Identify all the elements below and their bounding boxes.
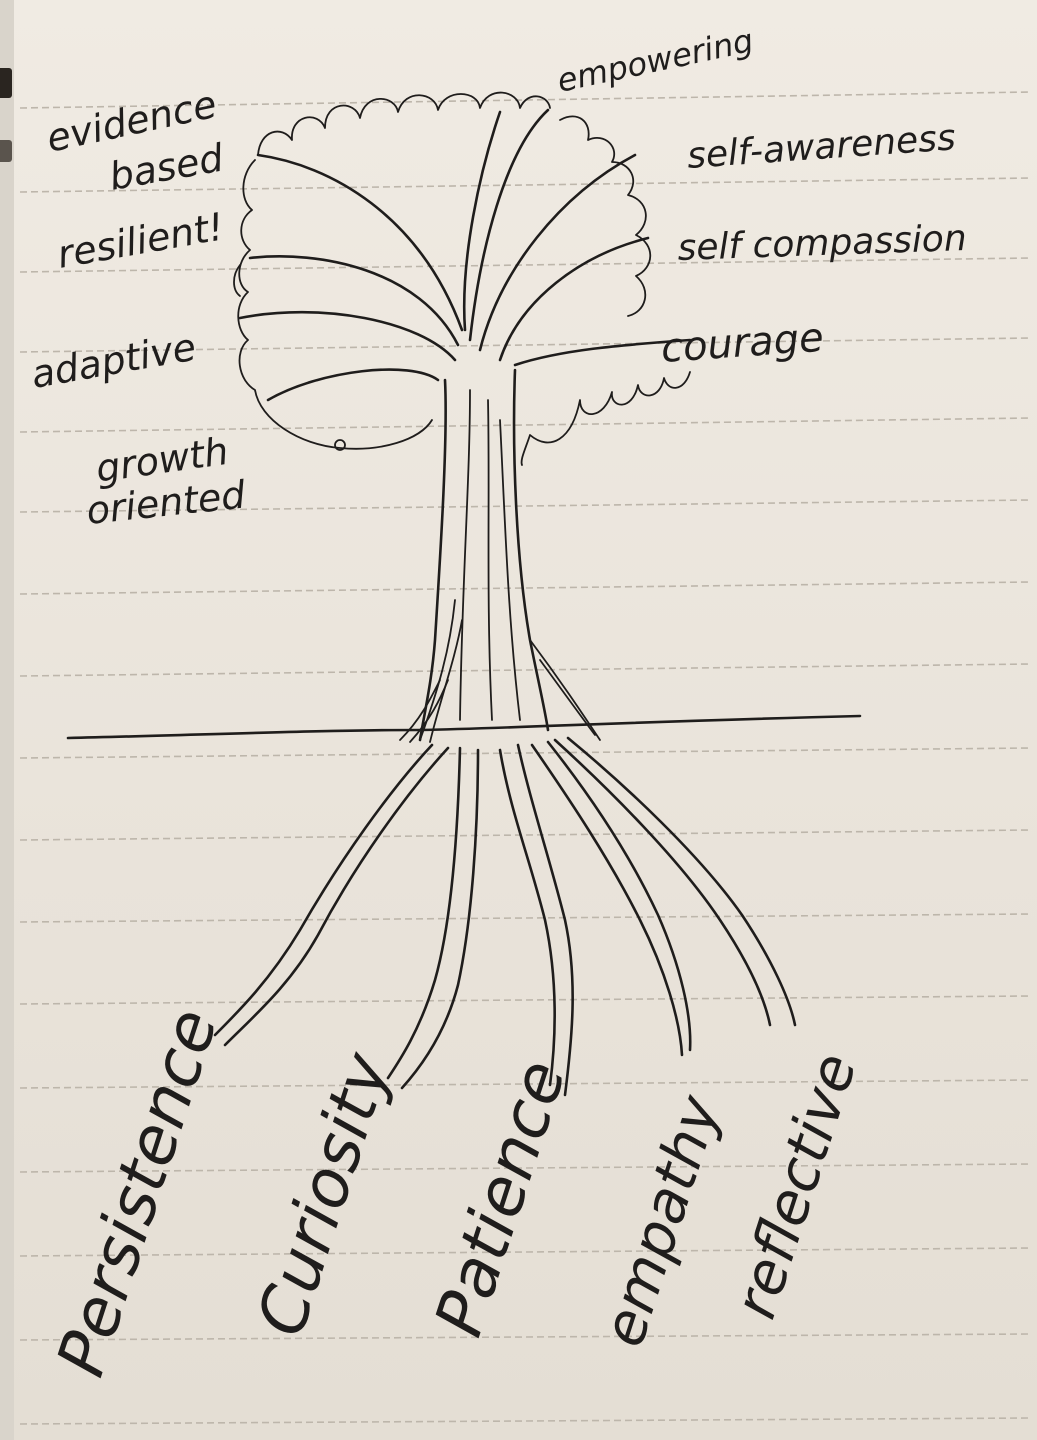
- label-persistence: Persistence: [42, 1000, 233, 1385]
- crown-outline-lower-right: [522, 372, 690, 465]
- label-reflective: reflective: [721, 1045, 870, 1326]
- label-self-awareness: self-awareness: [686, 117, 957, 177]
- tree-branches: [240, 110, 690, 400]
- root-labels: Persistence Curiosity Patience empathy r…: [42, 1000, 870, 1385]
- label-empowering: empowering: [554, 21, 757, 100]
- label-patience: Patience: [420, 1051, 581, 1345]
- label-self-compassion: self compassion: [677, 218, 967, 269]
- crown-outline-right: [560, 116, 650, 316]
- label-courage: courage: [659, 315, 825, 372]
- label-resilient: resilient!: [54, 204, 227, 277]
- crown-outline-left: [238, 160, 432, 449]
- label-empathy: empathy: [589, 1087, 734, 1354]
- label-adaptive: adaptive: [28, 325, 199, 397]
- crown-outline-top: [258, 93, 550, 155]
- label-curiosity: Curiosity: [242, 1043, 406, 1345]
- tree-crown: [234, 93, 690, 465]
- ground-line: [68, 716, 860, 738]
- crown-labels: evidence based resilient! adaptive growt…: [28, 21, 967, 533]
